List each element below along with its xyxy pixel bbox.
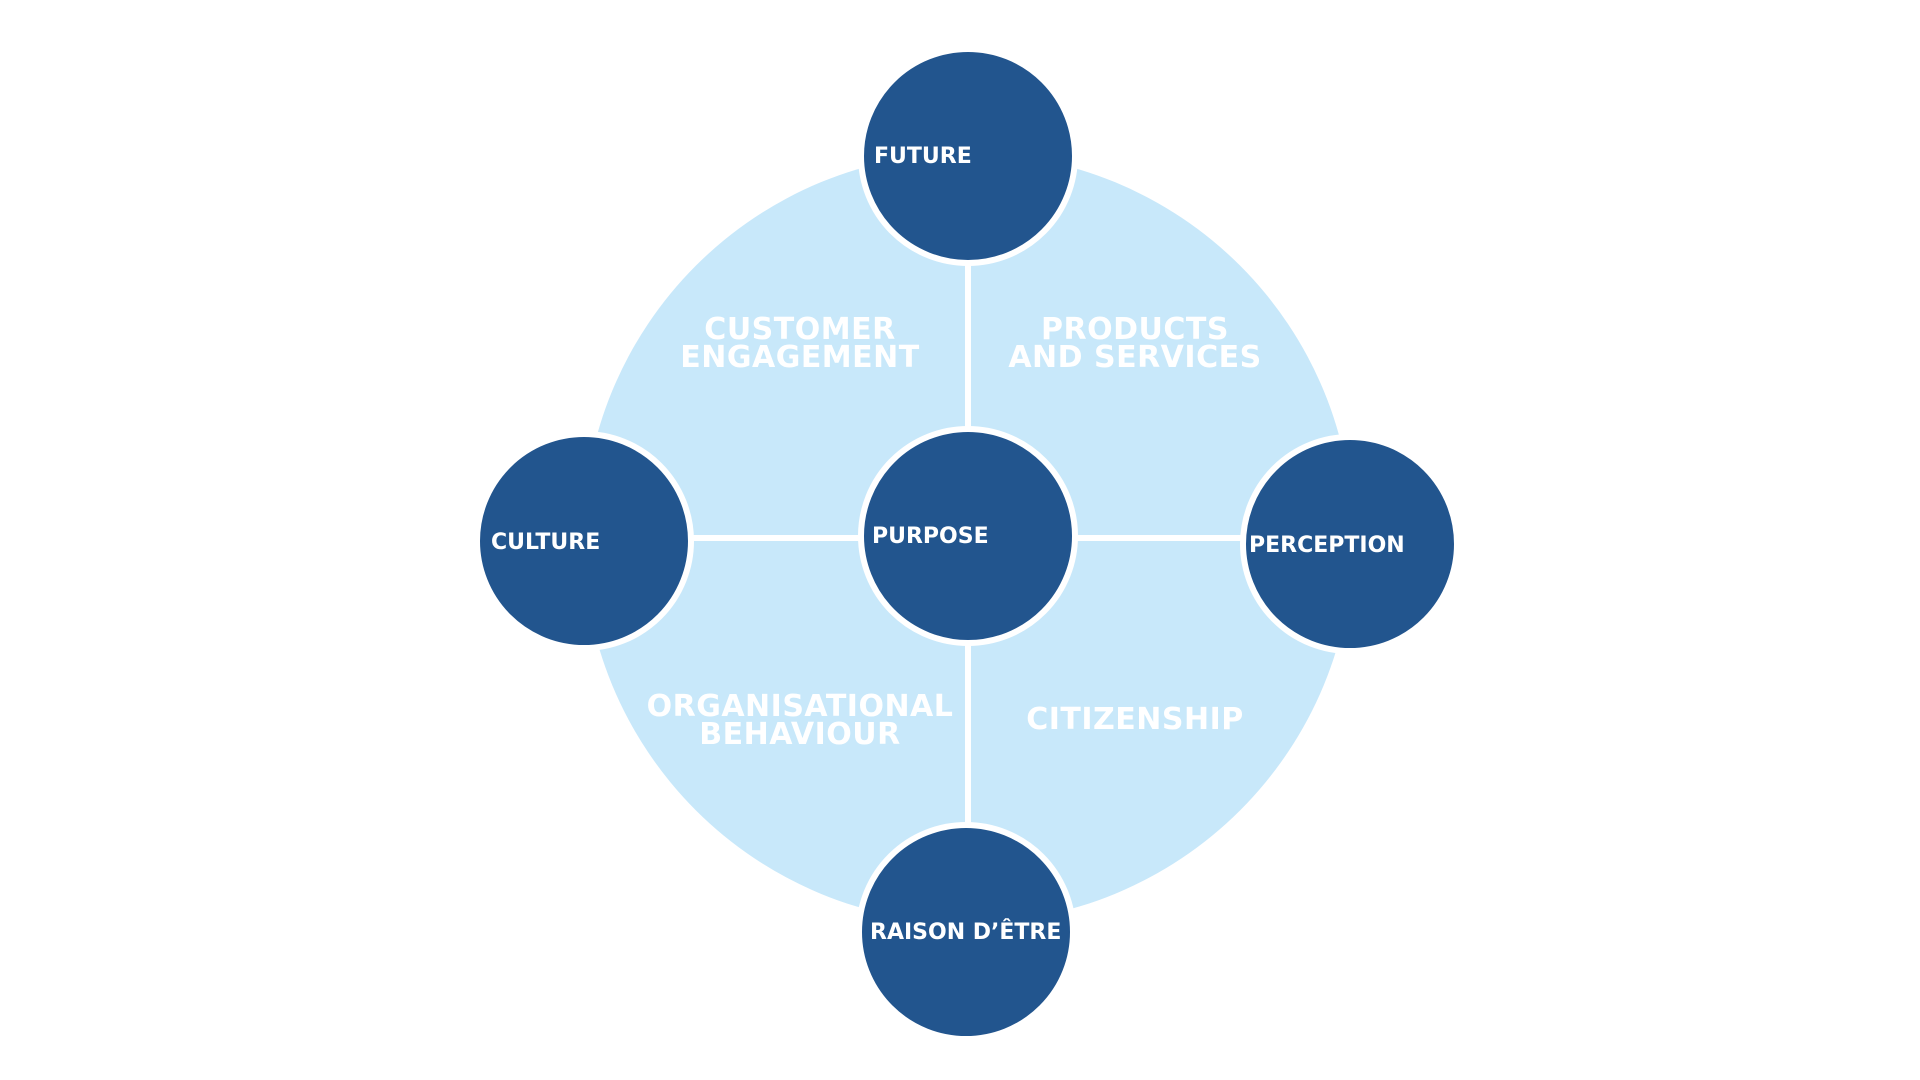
quadrant-text: BEHAVIOUR xyxy=(699,717,901,752)
node-perception xyxy=(1240,434,1460,654)
quadrant-citizenship: CITIZENSHIP xyxy=(995,702,1275,737)
node-raison-detre xyxy=(856,822,1076,1042)
quadrant-products-and-services: PRODUCTS AND SERVICES xyxy=(995,312,1275,375)
node-culture xyxy=(474,431,694,651)
node-label-culture: CULTURE xyxy=(491,530,601,555)
quadrant-text: ENGAGEMENT xyxy=(680,340,920,375)
quadrant-organisational-behaviour: ORGANISATIONAL BEHAVIOUR xyxy=(640,689,960,752)
quadrant-text: CITIZENSHIP xyxy=(1026,702,1244,737)
node-future xyxy=(858,46,1078,266)
node-label-raison-detre: RAISON D’ÊTRE xyxy=(870,920,1062,945)
quadrant-text: ORGANISATIONAL xyxy=(646,689,954,724)
node-label-future: FUTURE xyxy=(874,144,972,169)
node-purpose xyxy=(858,426,1078,646)
quadrant-text: AND SERVICES xyxy=(1008,340,1262,375)
node-label-perception: PERCEPTION xyxy=(1249,533,1405,558)
quadrant-text: CUSTOMER xyxy=(704,312,896,347)
quadrant-text: PRODUCTS xyxy=(1041,312,1229,347)
quadrant-customer-engagement: CUSTOMER ENGAGEMENT xyxy=(660,312,940,375)
node-label-purpose: PURPOSE xyxy=(872,524,989,549)
